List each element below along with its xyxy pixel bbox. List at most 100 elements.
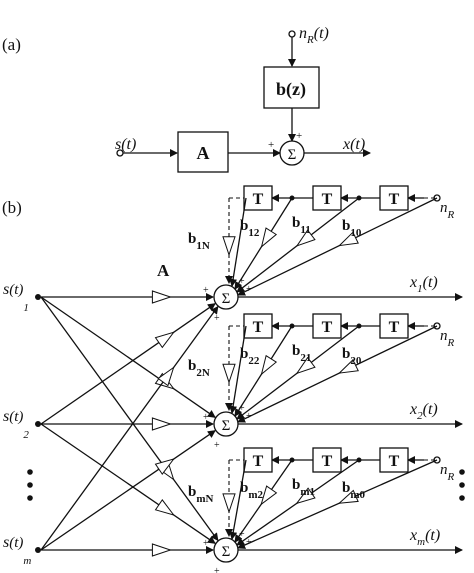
delay-block-3-1 [243, 447, 273, 473]
delay-block-1-3 [379, 185, 409, 211]
delay-label-1-3: T [389, 191, 400, 208]
tap-triangle-1-3 [337, 231, 359, 247]
tap-triangle-3-1 [260, 485, 278, 506]
coef-c2-2: b22 [240, 346, 260, 367]
coef-c2-3: bm2 [240, 480, 264, 501]
tap-path-3-0 [229, 459, 247, 540]
delay-block-2-2 [312, 313, 342, 339]
feedback-bN-triangle-1 [222, 236, 236, 257]
coef-c0-3: bm0 [342, 480, 366, 501]
delay-label-1-2: T [322, 191, 333, 208]
sum-plus-bottom-3: + [214, 566, 220, 573]
block-b-z-label: b(z) [276, 79, 306, 100]
noise-terminal-2 [433, 322, 441, 330]
coef-c0-2: b20 [342, 346, 362, 367]
gain-triangle-3-3 [151, 543, 172, 557]
sum-a-plus-top: + [296, 130, 302, 142]
coef-c1-1: b11 [292, 215, 311, 236]
coef-c1-3: bm1 [292, 477, 315, 498]
gain-path-2-to-3 [40, 423, 216, 544]
gain-triangle-2-3 [154, 499, 175, 516]
noise-label-2: nR [440, 328, 455, 349]
panel-a-tag: (a) [2, 35, 21, 54]
coef-bN-1: b1N [188, 231, 210, 252]
ellipsis-dot-3 [27, 495, 33, 501]
ellipsis-dot-2 [27, 482, 33, 488]
delay-label-2-3: T [389, 319, 400, 336]
feedback-bN-triangle-3 [222, 493, 236, 514]
tap-path-1-0 [229, 197, 247, 287]
ellipsis-dot-1 [27, 469, 33, 475]
delay-block-1-2 [312, 185, 342, 211]
noise-label-1: nR [440, 200, 455, 221]
coef-bN-2: b2N [188, 358, 210, 379]
output-label-2: x2(t) [409, 401, 438, 422]
tap-path-2-3 [237, 325, 438, 423]
delay-label-3-3: T [389, 453, 400, 470]
input-label-1: s(t)1 [3, 281, 29, 314]
sum-plus-left-2: + [203, 412, 209, 423]
gain-path-2-to-1 [40, 303, 216, 425]
delay-label-1-1: T [253, 191, 264, 208]
tap-triangle-2-3 [337, 359, 359, 374]
gain-path-1-to-2 [40, 296, 216, 418]
gain-triangle-1-1 [151, 290, 172, 304]
delay-block-3-2 [312, 447, 342, 473]
summation-a-symbol: Σ [288, 147, 297, 163]
summation-symbol-3: Σ [222, 544, 231, 560]
output-label-1: x1(t) [409, 274, 438, 295]
ellipsis-dot-5 [459, 482, 465, 488]
input-label-3: s(t)m [3, 534, 31, 567]
tap-path-3-3 [237, 459, 438, 549]
tap-triangle-2-2 [295, 356, 316, 375]
delay-label-3-1: T [253, 453, 264, 470]
noise-terminal-3 [433, 456, 441, 464]
noise-input-terminal [288, 30, 296, 38]
input-node-3 [35, 547, 41, 553]
block-a [177, 131, 229, 173]
feedback-bN-triangle-2 [222, 363, 236, 384]
tap-path-2-0 [229, 325, 247, 414]
sum-plus-left-3: + [203, 538, 209, 549]
tap-path-1-3 [237, 197, 438, 296]
sum-plus-bottom-1: + [214, 313, 220, 324]
tap-triangle-2-1 [260, 354, 278, 376]
delay-block-3-3 [379, 447, 409, 473]
ellipsis-dot-4 [459, 469, 465, 475]
gain-path-3-to-1 [40, 305, 219, 551]
delay-label-2-1: T [253, 319, 264, 336]
coef-c2-1: b12 [240, 218, 260, 239]
input-label-a: s(t) [115, 136, 136, 153]
output-label-a: x(t) [342, 136, 365, 153]
gain-path-1-to-3 [40, 296, 219, 542]
delay-label-2-2: T [322, 319, 333, 336]
delay-block-2-1 [243, 313, 273, 339]
tap-triangle-1-2 [295, 229, 316, 247]
coef-bN-3: bmN [188, 484, 214, 505]
tap-triangle-3-2 [295, 487, 316, 505]
panel-b-tag: (b) [2, 198, 22, 217]
ellipsis-dot-6 [459, 495, 465, 501]
block-a-label: A [197, 143, 210, 163]
delay-label-3-2: T [322, 453, 333, 470]
noise-terminal-1 [433, 194, 441, 202]
gain-triangle-3-2 [154, 458, 175, 475]
summation-symbol-2: Σ [222, 418, 231, 434]
gain-path-3-to-2 [40, 430, 216, 551]
summation-symbol-1: Σ [222, 291, 231, 307]
panel-a: (a) nR(t) b(z) + s(t) A + Σ x(t) [2, 25, 371, 173]
input-node-2 [35, 421, 41, 427]
output-label-3: xm(t) [409, 527, 440, 548]
coef-c0-1: b10 [342, 218, 362, 239]
coef-c1-2: b21 [292, 343, 311, 364]
gain-triangle-3-1 [157, 366, 175, 387]
gain-triangle-2-1 [154, 331, 176, 349]
tap-triangle-1-1 [260, 227, 278, 248]
sum-plus-bottom-2: + [214, 440, 220, 451]
sum-a-plus-left: + [268, 139, 274, 151]
gain-matrix-label: A [157, 261, 170, 280]
input-label-2: s(t)2 [3, 408, 29, 441]
